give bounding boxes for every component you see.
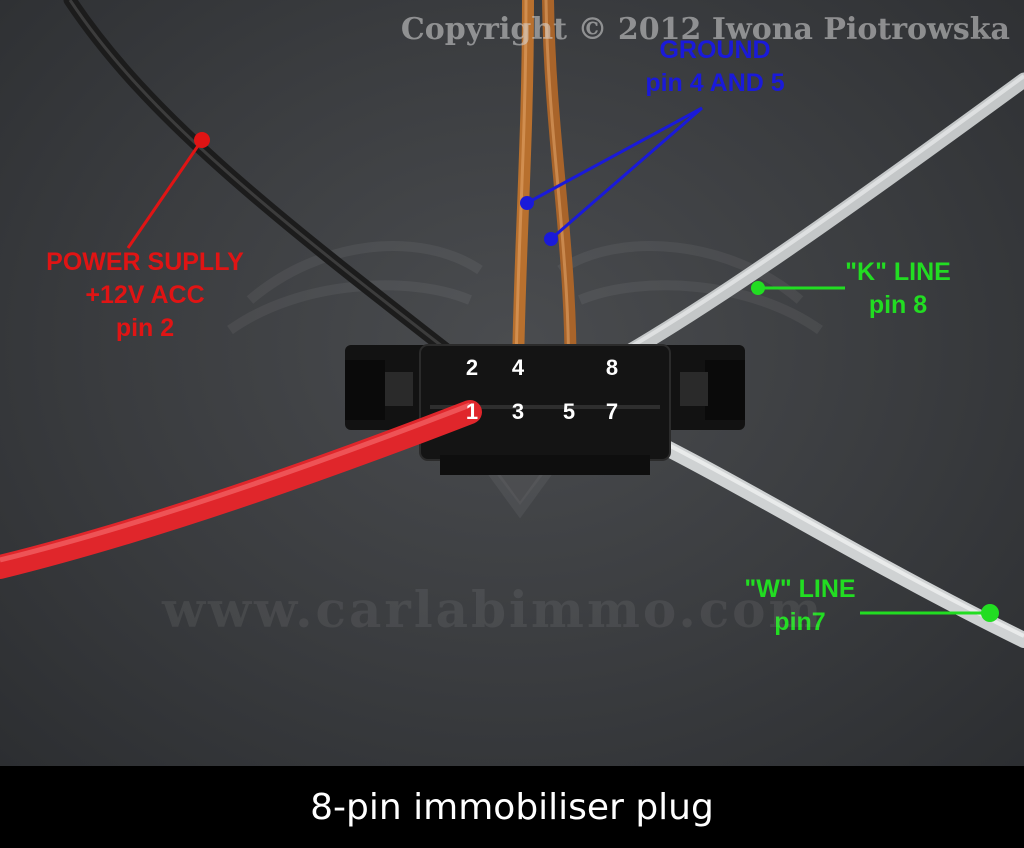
pin-number-8: 8 — [605, 355, 619, 380]
k-line-pointer — [751, 281, 845, 295]
copyright-watermark: Copyright © 2012 Iwona Piotrowska — [400, 12, 1010, 47]
pin-number-2: 2 — [465, 355, 479, 380]
grey-wire-k-line — [607, 72, 1024, 368]
ground-label-line1: GROUND — [659, 36, 771, 64]
k-line-label-line1: "K" LINE — [845, 258, 951, 286]
caption-bar: 8-pin immobiliser plug — [0, 766, 1024, 848]
connector-photo: 2 4 8 1 3 5 7 GROUND pin 4 AND 5 POWER S… — [0, 0, 1024, 766]
photo-illustration — [0, 0, 1024, 648]
k-line-label: "K" LINE pin 8 — [808, 256, 988, 322]
power-label-line1: POWER SUPLLY — [46, 248, 244, 276]
power-label-line3: pin 2 — [115, 314, 175, 342]
power-pointer — [126, 132, 210, 249]
pin-number-5: 5 — [562, 399, 576, 424]
url-watermark: www.carlabimmo.com — [162, 580, 825, 639]
ground-pointer — [520, 106, 703, 246]
power-label-line2: +12V ACC — [85, 281, 205, 309]
power-supply-label: POWER SUPLLY +12V ACC pin 2 — [0, 246, 290, 345]
black-wire — [63, 0, 477, 375]
caption-text: 8-pin immobiliser plug — [310, 786, 714, 828]
k-line-label-line2: pin 8 — [868, 291, 928, 319]
w-line-label: "W" LINE pin7 — [700, 573, 900, 639]
ground-label-line2: pin 4 AND 5 — [645, 69, 785, 97]
pin-number-7: 7 — [605, 399, 619, 424]
red-wire — [0, 400, 482, 579]
pin-number-3: 3 — [511, 399, 525, 424]
pin-number-4: 4 — [511, 355, 525, 380]
pin-number-1: 1 — [465, 399, 479, 424]
brown-wire-pin4 — [512, 0, 534, 374]
ground-label: GROUND pin 4 AND 5 — [600, 34, 830, 100]
w-line-label-line1: "W" LINE — [744, 575, 856, 603]
w-line-label-line2: pin7 — [774, 608, 826, 636]
w-line-pointer — [860, 604, 999, 622]
connector-body — [345, 344, 745, 505]
